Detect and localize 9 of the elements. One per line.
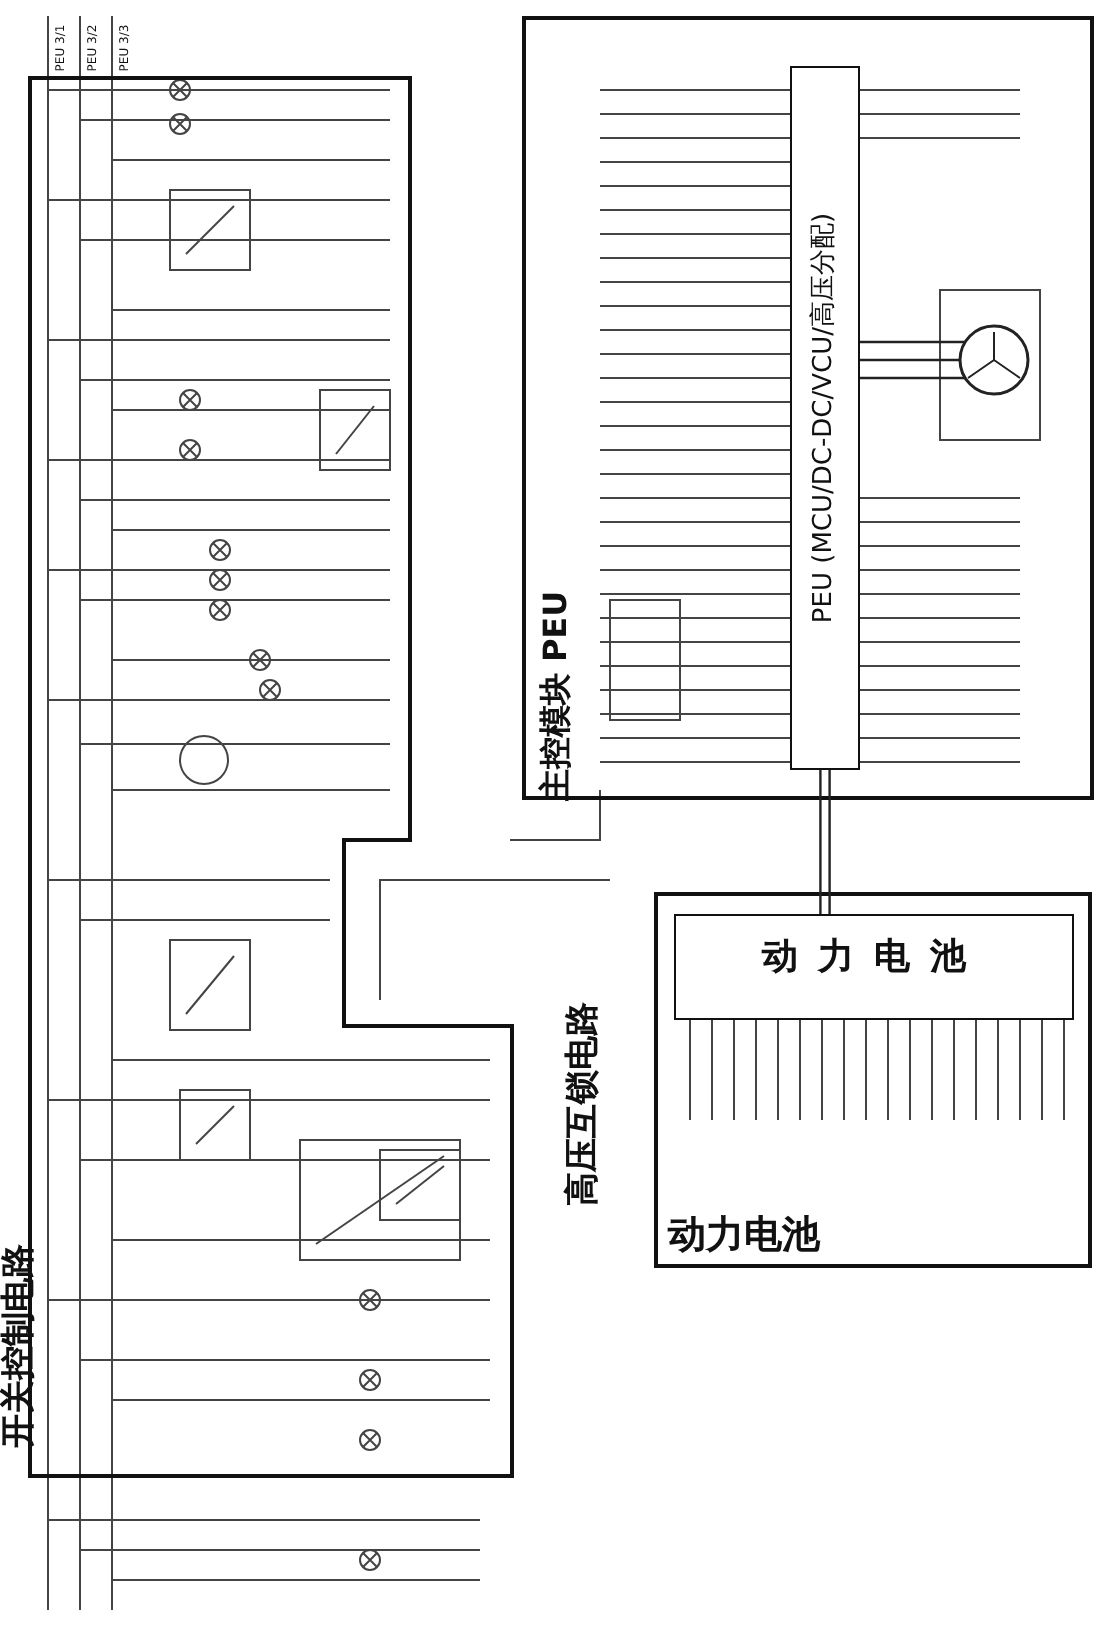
battery-label: 动力电池: [762, 940, 986, 976]
controller-label: PEU (MCU/DC-DC/VCU/高压分配): [811, 212, 837, 624]
wire: [860, 376, 966, 380]
wire: [828, 770, 831, 914]
section-title: 高压互锁电路: [567, 1002, 601, 1206]
wire: [860, 340, 966, 344]
wire: [819, 770, 822, 914]
wire: [860, 358, 960, 362]
battery-label: 动力电池: [668, 1217, 820, 1255]
